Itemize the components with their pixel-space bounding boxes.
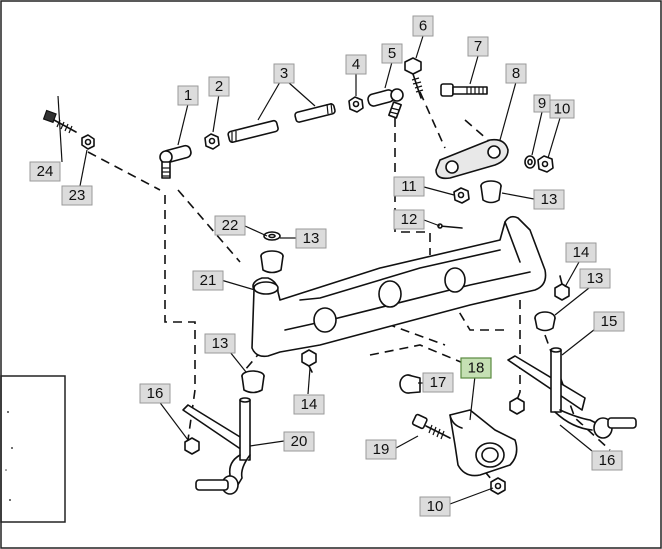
- svg-text:13: 13: [212, 335, 229, 352]
- svg-text:6: 6: [419, 18, 427, 35]
- callout-16-right: 16: [591, 450, 623, 471]
- svg-text:10: 10: [554, 101, 571, 118]
- spindle-15-right: [507, 347, 637, 439]
- bushing-13-lower-left: [241, 370, 265, 394]
- svg-text:12: 12: [401, 211, 418, 228]
- callout-4: 4: [345, 54, 367, 75]
- svg-text:13: 13: [587, 270, 604, 287]
- callout-10-lower: 10: [419, 496, 451, 517]
- assembly-guide-lines: [87, 91, 611, 481]
- svg-text:24: 24: [37, 163, 54, 180]
- bushing-17: [399, 374, 421, 394]
- callout-14-right: 14: [565, 242, 597, 263]
- callout-19: 19: [365, 439, 397, 460]
- grease-fitting-14-right: [554, 275, 570, 301]
- washer-9: [524, 155, 536, 169]
- bushing-13-upper: [480, 180, 502, 204]
- bushing-13-axle-top: [260, 250, 284, 274]
- svg-text:19: 19: [373, 441, 390, 458]
- bolt-6: [404, 57, 424, 99]
- nut-23: [81, 134, 95, 150]
- callout-23: 23: [61, 185, 93, 206]
- callout-9: 9: [533, 94, 551, 113]
- callout-13-upper: 13: [533, 189, 565, 210]
- leader-lines: [57, 35, 605, 505]
- nut-16-left: [184, 437, 200, 455]
- pivot-bracket-18: [449, 409, 518, 477]
- callout-7: 7: [467, 36, 489, 57]
- washer-22: [263, 231, 281, 241]
- svg-text:21: 21: [200, 272, 217, 289]
- callout-6: 6: [412, 15, 434, 37]
- svg-text:8: 8: [512, 65, 520, 82]
- svg-text:3: 3: [280, 65, 288, 82]
- callout-15: 15: [593, 311, 625, 332]
- callout-11: 11: [393, 176, 425, 197]
- nut-2: [204, 133, 220, 150]
- callout-13-axle-top: 13: [295, 228, 327, 249]
- svg-text:2: 2: [215, 78, 223, 95]
- bolt-19: [411, 413, 451, 440]
- svg-text:11: 11: [401, 178, 417, 195]
- bushing-13-right: [534, 311, 556, 332]
- callout-22: 22: [214, 215, 246, 236]
- svg-text:13: 13: [541, 191, 558, 208]
- svg-text:5: 5: [388, 45, 396, 62]
- callout-10-upper: 10: [549, 99, 575, 119]
- svg-text:20: 20: [291, 433, 308, 450]
- callout-2: 2: [208, 76, 230, 97]
- steering-arm-8: [435, 138, 509, 180]
- callout-18: 18: [460, 357, 492, 379]
- callout-13-lower-left: 13: [204, 333, 236, 354]
- bolt-7: [440, 83, 488, 97]
- callout-1: 1: [177, 85, 199, 106]
- svg-text:1: 1: [184, 87, 192, 104]
- nut-11: [453, 187, 470, 204]
- cotter-pin-12: [437, 223, 463, 229]
- nut-4: [348, 96, 364, 113]
- nut-10-lower: [490, 477, 506, 495]
- callout-21: 21: [192, 270, 224, 291]
- svg-text:4: 4: [352, 56, 360, 73]
- svg-text:16: 16: [147, 385, 164, 402]
- spindle-20-left: [182, 397, 251, 495]
- tie-rod-end-5: [367, 88, 404, 119]
- tie-rod-end-1: [159, 144, 192, 179]
- svg-text:18: 18: [468, 360, 485, 377]
- inset-panel: [0, 375, 66, 523]
- svg-text:17: 17: [430, 374, 447, 391]
- callout-5: 5: [381, 43, 403, 64]
- axle-beam-21: [251, 215, 547, 358]
- tie-rod-3: [227, 102, 336, 144]
- svg-text:13: 13: [303, 230, 320, 247]
- callout-16-left: 16: [139, 383, 171, 404]
- callout-8: 8: [505, 63, 527, 84]
- callout-3: 3: [273, 63, 295, 84]
- callout-14-left: 14: [293, 394, 325, 415]
- nut-16-right: [509, 397, 525, 415]
- svg-text:15: 15: [601, 313, 618, 330]
- svg-text:22: 22: [222, 217, 239, 234]
- svg-text:16: 16: [599, 452, 616, 469]
- callout-24: 24: [29, 161, 61, 182]
- svg-text:14: 14: [301, 396, 318, 413]
- svg-text:9: 9: [538, 95, 546, 112]
- svg-text:7: 7: [474, 38, 482, 55]
- callout-20: 20: [283, 431, 315, 452]
- callout-13-right: 13: [579, 268, 611, 289]
- callout-12: 12: [393, 209, 425, 230]
- svg-text:10: 10: [427, 498, 444, 515]
- nut-10: [537, 155, 554, 173]
- callout-17: 17: [422, 372, 454, 393]
- grease-fitting-14-left: [301, 349, 317, 373]
- svg-text:14: 14: [573, 244, 590, 261]
- svg-text:23: 23: [69, 187, 86, 204]
